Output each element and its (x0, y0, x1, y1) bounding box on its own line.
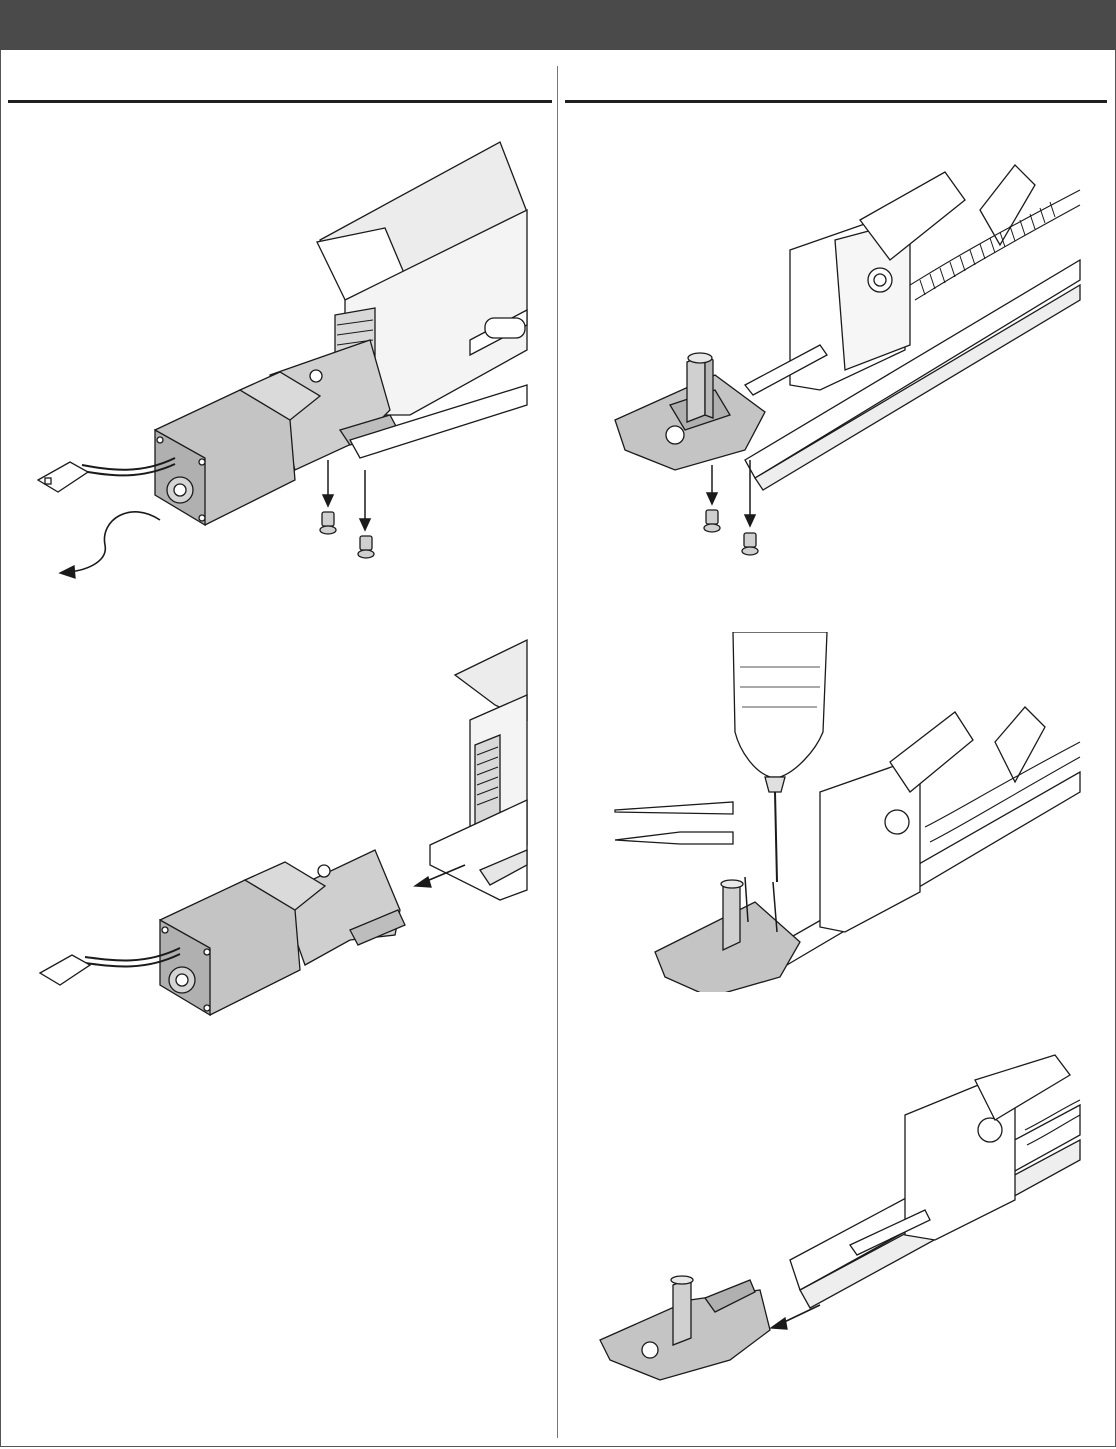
illustration-slide-motor-out (30, 635, 540, 1035)
illustration-drill-out-rivets (605, 632, 1085, 992)
right-section-rule (565, 100, 1107, 103)
column-divider (557, 66, 558, 1438)
illustration-slide-spindle-bracket-out (595, 1050, 1085, 1395)
illustration-remove-motor-screws (30, 140, 540, 590)
header-bar (0, 0, 1116, 50)
illustration-remove-spindle-screws (605, 150, 1085, 570)
left-section-rule (8, 100, 552, 103)
